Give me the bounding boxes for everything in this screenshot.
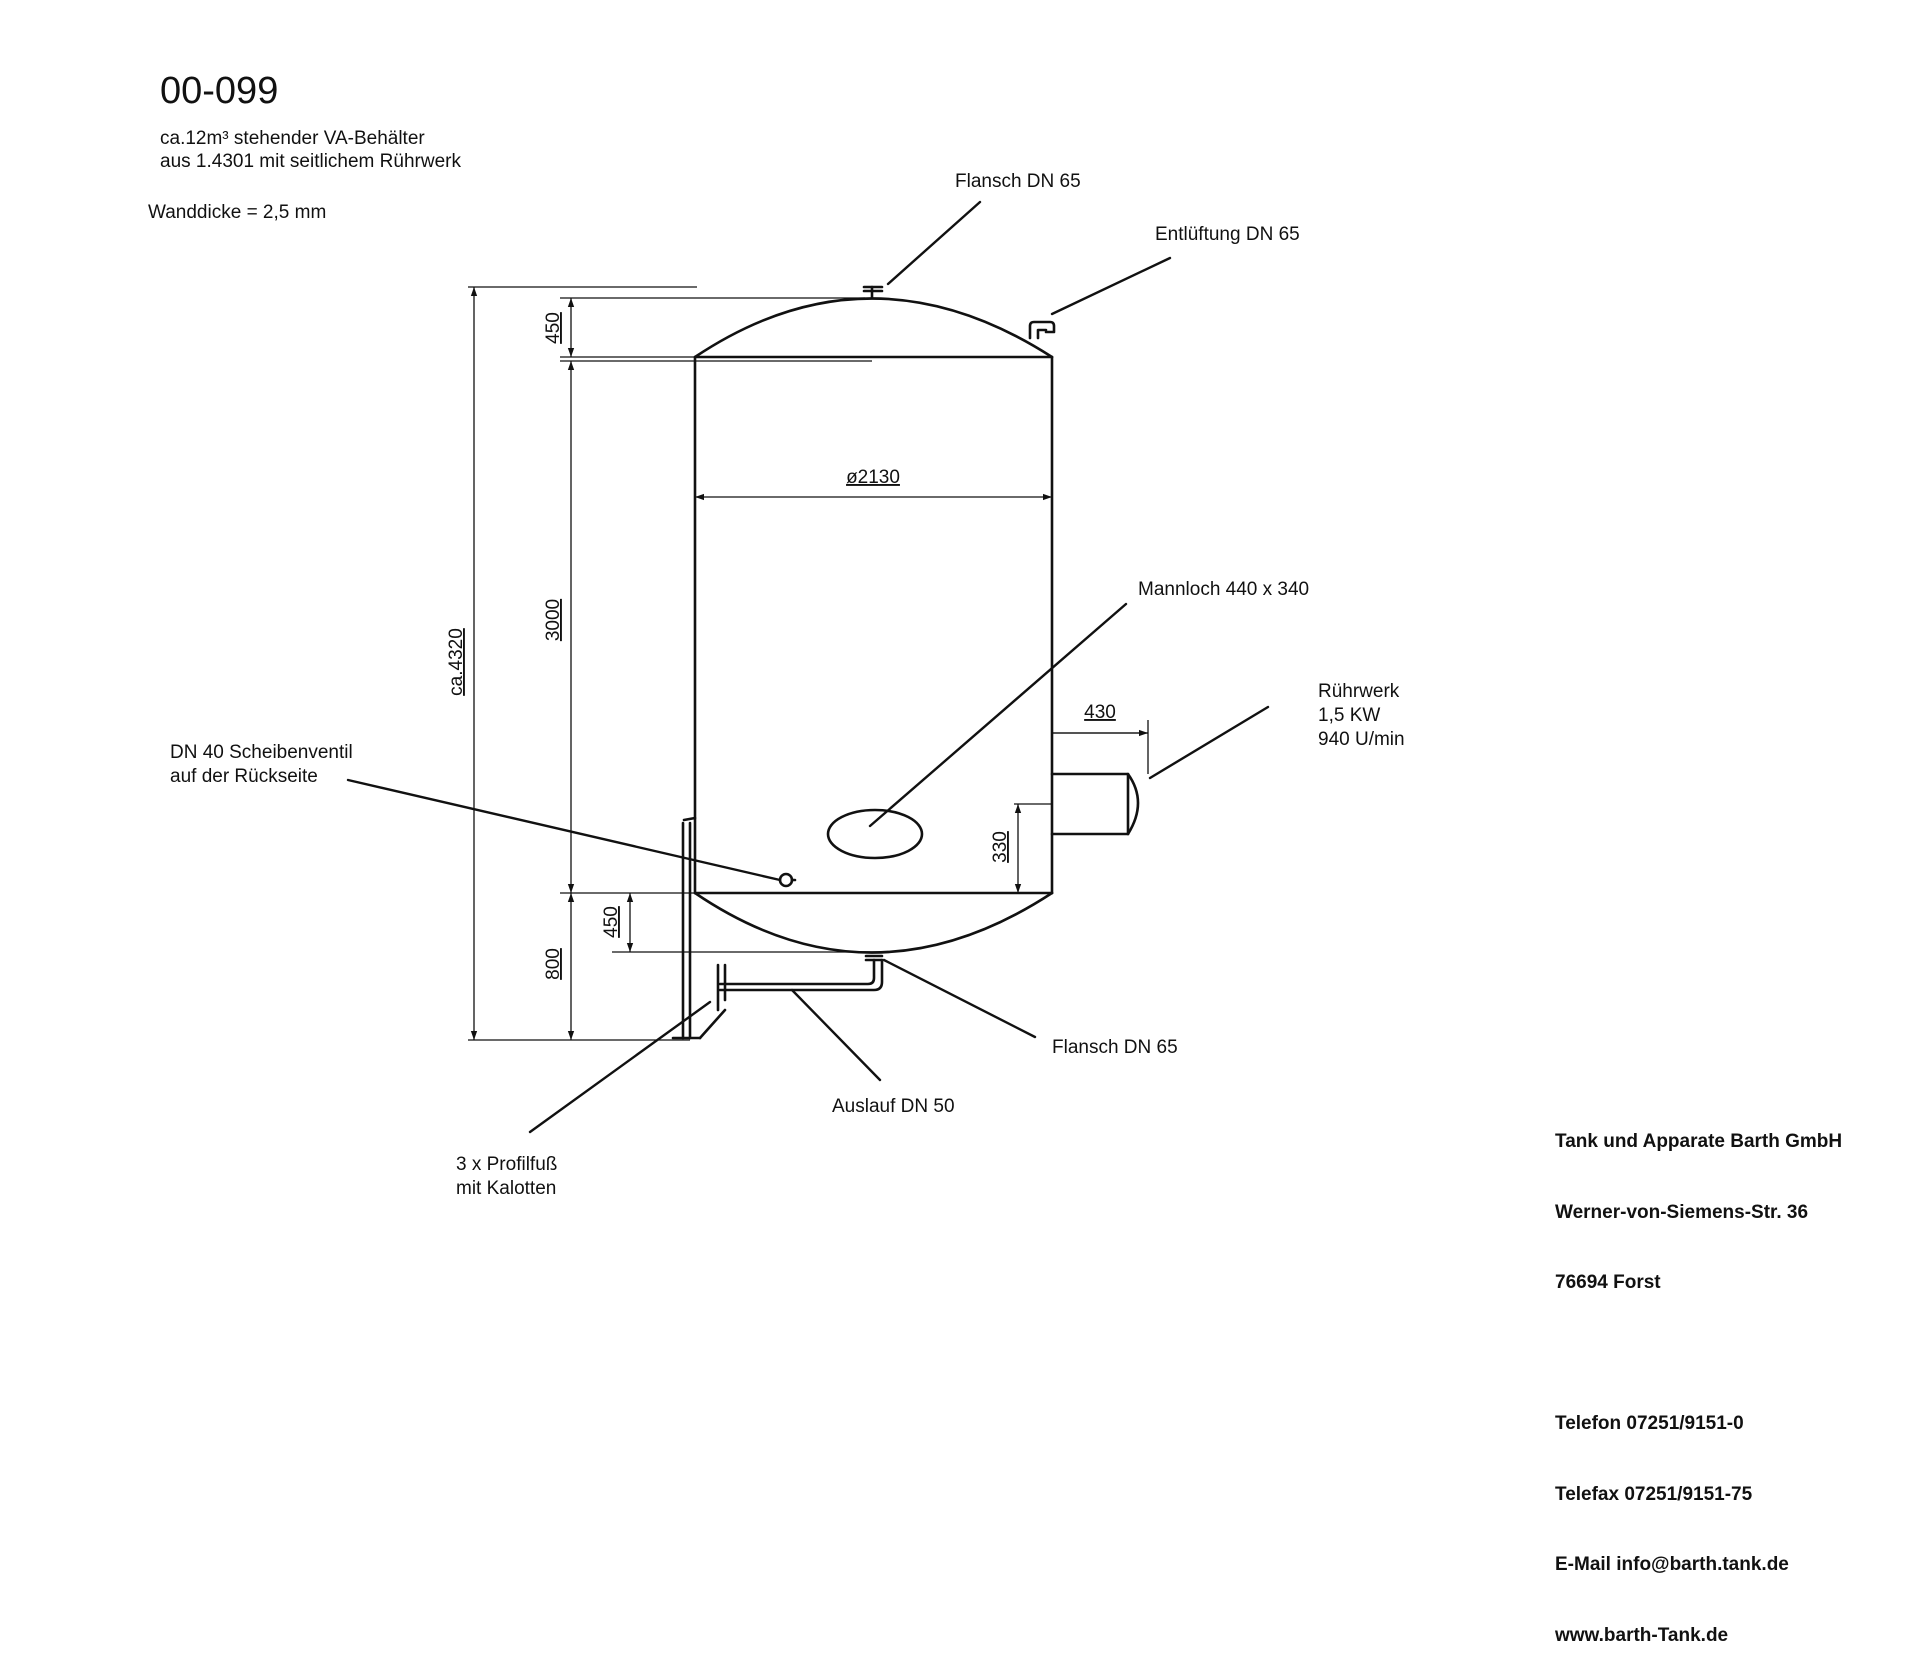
outlet-pipe xyxy=(718,958,876,986)
leader-mannloch xyxy=(868,602,1128,828)
top-flange xyxy=(862,285,884,299)
label-profilfuss-1: 3 x Profilfuß xyxy=(456,1154,558,1175)
dim-cylinder: 3000 xyxy=(543,599,564,641)
support-leg xyxy=(671,816,727,1040)
label-auslauf: Auslauf DN 50 xyxy=(832,1096,955,1117)
dim-top-head: 450 xyxy=(543,312,564,344)
company-fax: Telefax 07251/9151-75 xyxy=(1555,1483,1753,1505)
company-street: Werner-von-Siemens-Str. 36 xyxy=(1555,1201,1809,1223)
label-scheibenventil-1: DN 40 Scheibenventil xyxy=(170,742,353,763)
tank-top-head xyxy=(693,297,1054,359)
tank-cylinder xyxy=(693,355,1054,895)
tank-drawing: ca.4320 450 3000 800 450 330 ø2130 430 xyxy=(346,200,1270,1134)
company-info: Tank und Apparate Barth GmbH Werner-von-… xyxy=(1555,1083,1842,1671)
leader-scheibenventil xyxy=(346,778,782,882)
company-city: 76694 Forst xyxy=(1555,1272,1661,1293)
description-line-2: aus 1.4301 mit seitlichem Rührwerk xyxy=(160,151,461,172)
label-ruehrwerk-1: Rührwerk xyxy=(1318,681,1400,702)
dim-diameter: ø2130 xyxy=(846,467,900,488)
valve-dn40 xyxy=(778,872,794,888)
leader-flansch-bottom xyxy=(882,958,1037,1039)
leader-ruehrwerk xyxy=(1148,705,1270,780)
vent-pipe xyxy=(1028,320,1056,340)
leader-flansch-top xyxy=(886,200,982,286)
company-web: www.barth-Tank.de xyxy=(1555,1624,1729,1646)
label-profilfuss-2: mit Kalotten xyxy=(456,1178,557,1199)
leader-entlueftung xyxy=(1050,256,1172,316)
label-ruehrwerk-2: 1,5 KW xyxy=(1318,705,1381,726)
dim-bottom-head: 450 xyxy=(601,906,622,938)
label-mannloch: Mannloch 440 x 340 xyxy=(1138,579,1310,600)
leader-auslauf xyxy=(790,988,882,1082)
label-entlueftung: Entlüftung DN 65 xyxy=(1155,224,1300,245)
dim-manhole-height: 330 xyxy=(990,831,1011,863)
dim-bottom-section: 800 xyxy=(543,948,564,980)
manhole xyxy=(826,808,924,860)
company-spacer xyxy=(1555,1342,1842,1366)
wall-thickness: Wanddicke = 2,5 mm xyxy=(148,202,327,223)
description-line-1: ca.12m³ stehender VA-Behälter xyxy=(160,128,425,149)
company-phone: Telefon 07251/9151-0 xyxy=(1555,1413,1744,1434)
label-scheibenventil-2: auf der Rückseite xyxy=(170,766,318,787)
label-ruehrwerk-3: 940 U/min xyxy=(1318,729,1405,750)
dim-total-height: ca.4320 xyxy=(446,628,467,696)
label-flansch-bottom: Flansch DN 65 xyxy=(1052,1037,1178,1058)
leader-profilfuss xyxy=(528,1000,712,1134)
company-email: E-Mail info@barth.tank.de xyxy=(1555,1554,1789,1575)
agitator xyxy=(1050,772,1140,836)
drawing-number: 00-099 xyxy=(160,70,279,112)
company-name: Tank und Apparate Barth GmbH xyxy=(1555,1131,1843,1152)
label-flansch-top: Flansch DN 65 xyxy=(955,171,1081,192)
dim-agitator-offset: 430 xyxy=(1084,702,1116,723)
tank-bottom-head xyxy=(693,891,1054,954)
